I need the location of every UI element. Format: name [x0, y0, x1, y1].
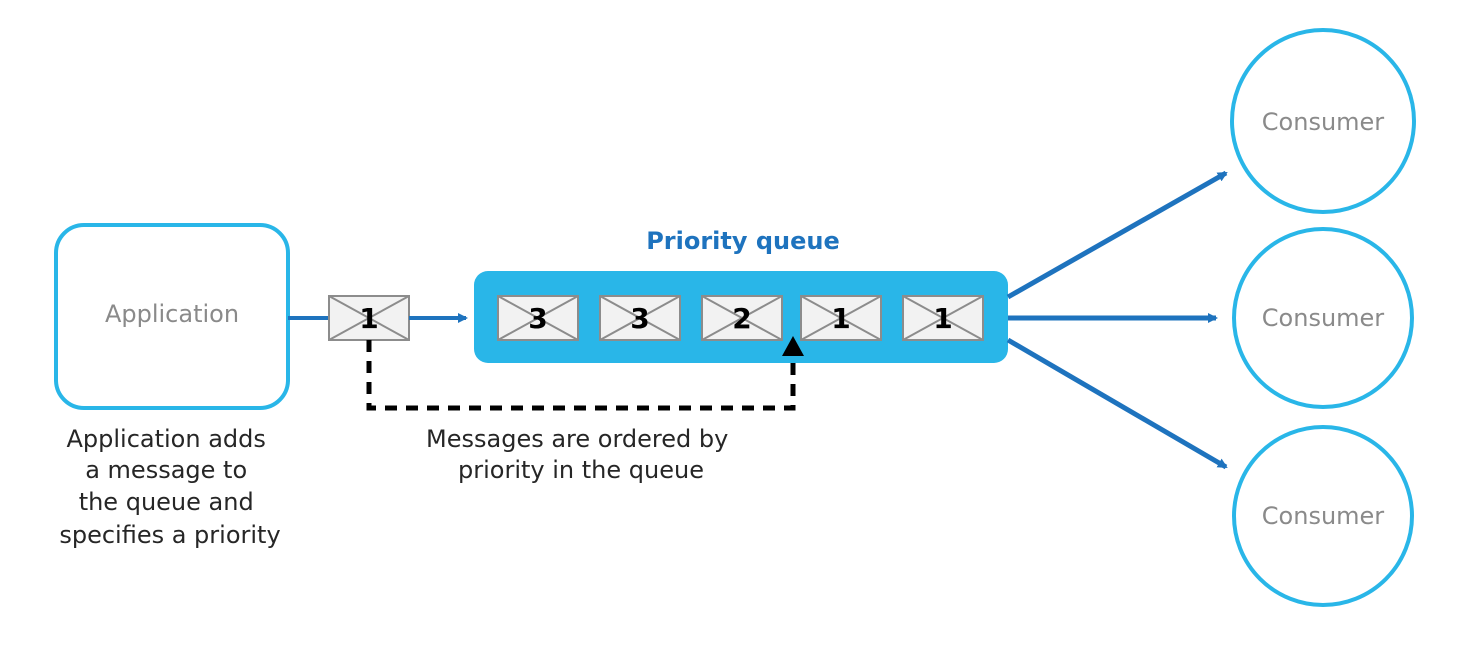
- application-caption-line: a message to: [85, 456, 247, 484]
- consumer-label: Consumer: [1262, 304, 1385, 332]
- application-caption-line: the queue and: [79, 488, 254, 516]
- ordering-caption: Messages are ordered by priority in the …: [426, 425, 736, 484]
- queue-message-priority: 1: [933, 302, 952, 335]
- queue-to-consumer-arrow: [1006, 337, 1228, 470]
- queue-message-envelope-icon: 2: [701, 295, 783, 341]
- ordering-caption-line: priority in the queue: [458, 456, 704, 484]
- ordering-caption-line: Messages are ordered by: [426, 425, 728, 453]
- queue-title: Priority queue: [646, 227, 840, 255]
- consumer-node: [1230, 28, 1416, 214]
- queue-message-envelope-icon: 3: [497, 295, 579, 341]
- queue-message-priority: 2: [732, 302, 751, 335]
- consumer-node: [1232, 227, 1414, 409]
- incoming-message-envelope-icon: 1: [328, 295, 410, 341]
- ordering-dashed-path: [366, 340, 796, 411]
- application-caption-line: specifies a priority: [59, 521, 280, 549]
- queue-to-consumer-arrow: [1006, 170, 1228, 300]
- queue-message-priority: 1: [831, 302, 850, 335]
- application-label: Application: [105, 300, 239, 328]
- application-caption-line: Application adds: [66, 425, 265, 453]
- queue-message-priority: 3: [630, 302, 649, 335]
- consumer-node: [1232, 425, 1414, 607]
- queue-message-envelope-icon: 1: [800, 295, 882, 341]
- application-caption: Application adds a message to the queue …: [59, 425, 280, 549]
- queue-message-envelope-icon: 1: [902, 295, 984, 341]
- consumer-label: Consumer: [1262, 502, 1385, 530]
- incoming-message-priority: 1: [359, 302, 378, 335]
- consumer-label: Consumer: [1262, 108, 1385, 136]
- queue-message-priority: 3: [528, 302, 547, 335]
- queue-message-envelope-icon: 3: [599, 295, 681, 341]
- ordering-arrowhead-icon: [782, 336, 804, 356]
